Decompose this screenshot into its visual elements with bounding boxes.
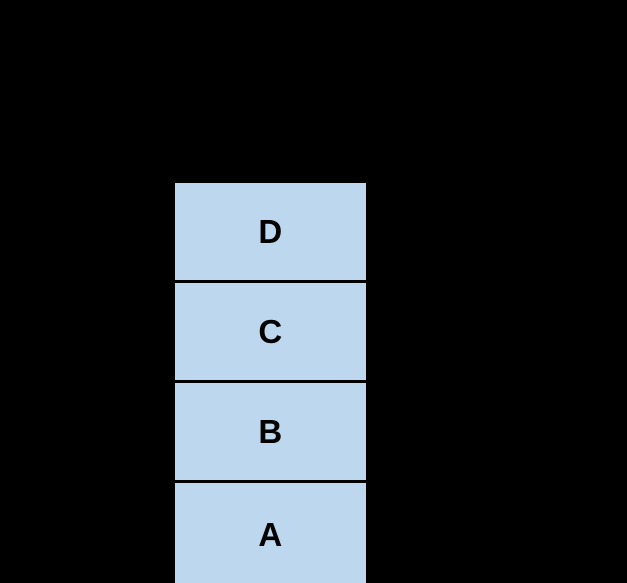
- bar-segment-d[interactable]: D: [175, 183, 366, 283]
- bar-segment-a[interactable]: A: [175, 483, 366, 583]
- bar-segment-label-c: C: [258, 313, 283, 350]
- bar-segment-c[interactable]: C: [175, 283, 366, 383]
- bar-segment-b[interactable]: B: [175, 383, 366, 483]
- bar-segment-label-d: D: [258, 213, 283, 250]
- stacked-bar-column: D C B A: [175, 183, 366, 583]
- bar-segment-label-b: B: [258, 413, 283, 450]
- bar-segment-label-a: A: [258, 516, 283, 553]
